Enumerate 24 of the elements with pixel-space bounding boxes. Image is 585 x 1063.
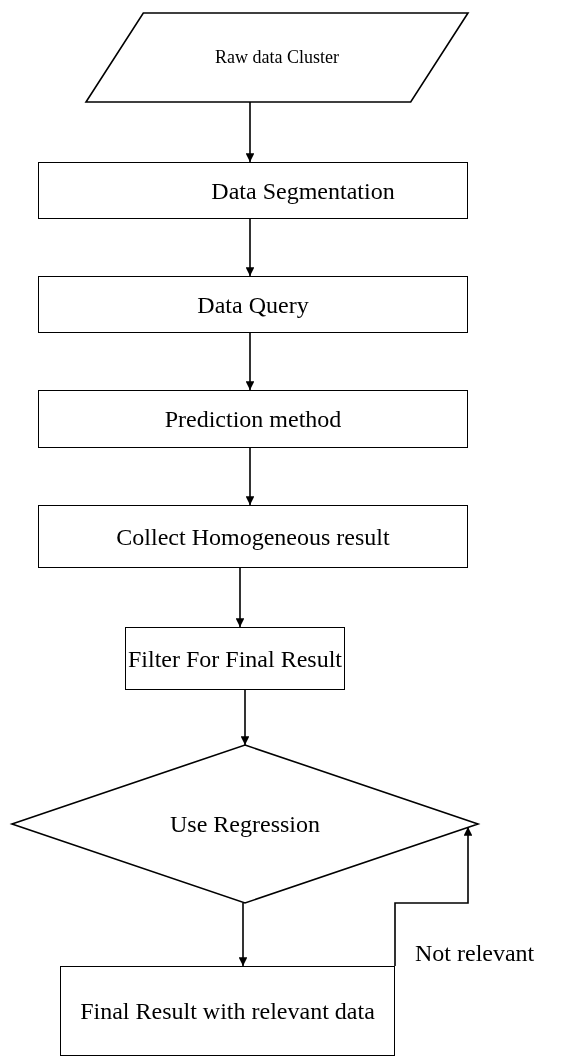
arrow [235,567,245,628]
process-box [38,390,468,448]
node-label: Raw data Cluster [215,46,339,69]
node-label: Collect Homogeneous result [116,522,390,552]
node-label: Prediction method [164,405,342,434]
arrow [394,826,473,967]
arrow [245,218,255,277]
process-box [38,505,468,568]
node-label: Data Segmentation [211,176,395,206]
process-box [125,627,345,690]
process-box [38,276,468,333]
node-label: Use Regression [170,810,320,839]
arrow [245,332,255,391]
decision-diamond [12,745,478,903]
arrow [245,447,255,506]
process-box [38,162,468,219]
node-label: Filter For Final Result [128,644,342,674]
arrow [240,689,250,746]
arrow [245,101,255,163]
arrow [238,902,248,967]
node-label: Final Result with relevant data [80,997,375,1026]
node-label: Data Query [197,290,309,320]
input-parallelogram [86,13,468,102]
process-box [60,966,395,1056]
